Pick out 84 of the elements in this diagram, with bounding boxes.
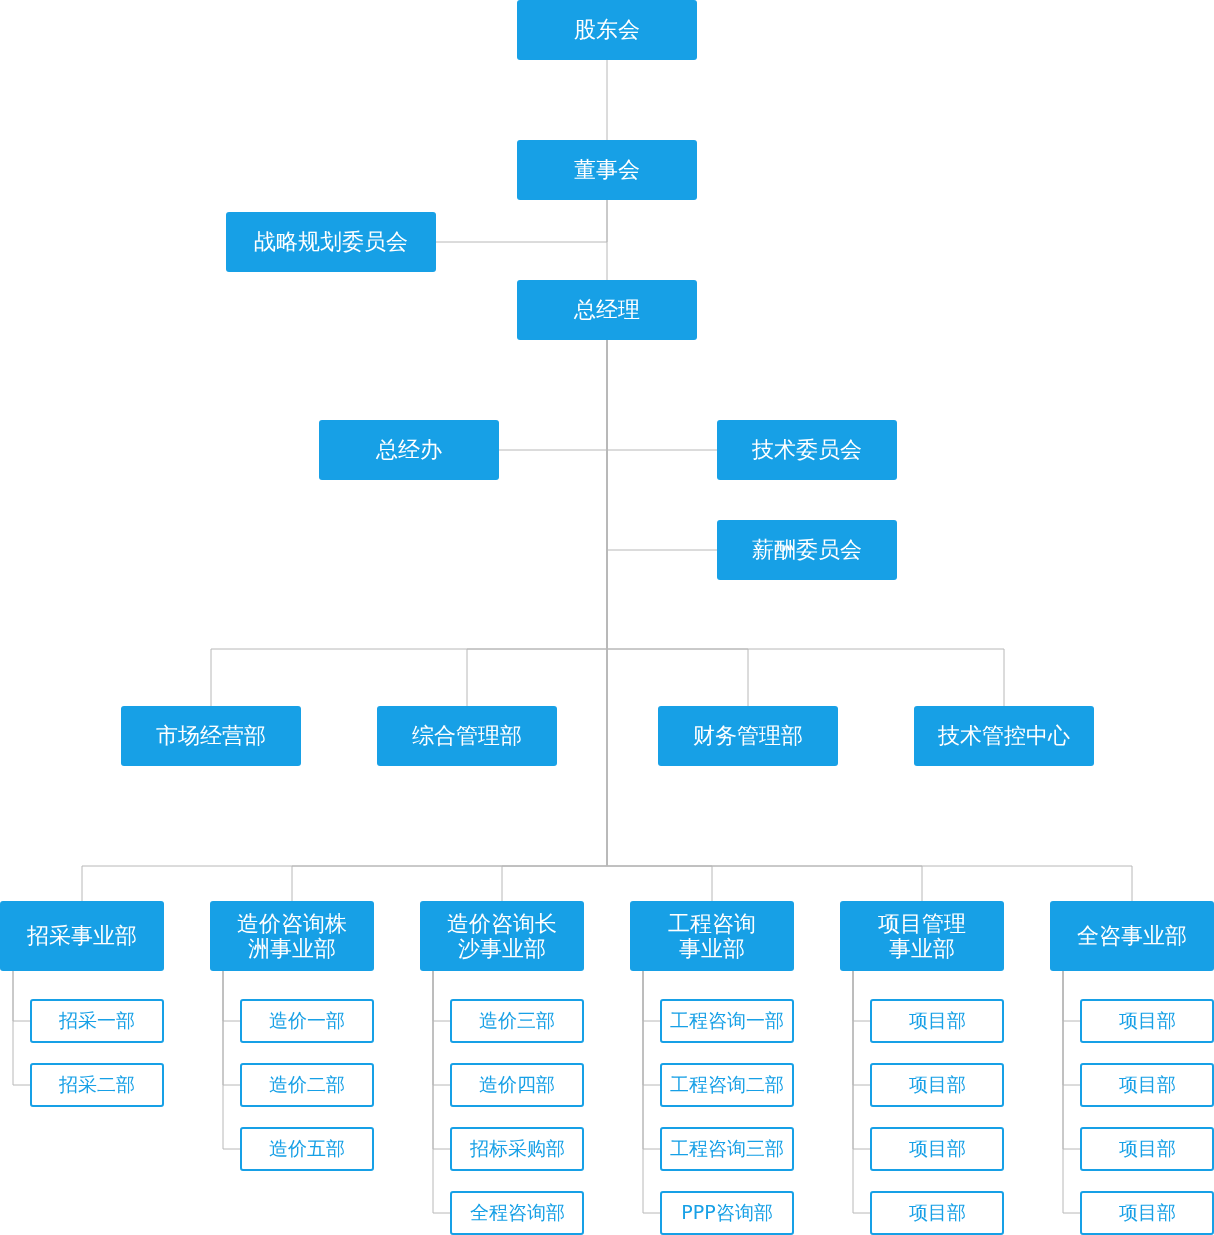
department-box bbox=[1080, 1127, 1214, 1171]
org-box bbox=[377, 706, 557, 766]
box-label: 招采一部 bbox=[59, 1010, 135, 1032]
box-label: 项目部 bbox=[1118, 1138, 1176, 1160]
org-box bbox=[517, 280, 697, 340]
org-box bbox=[840, 901, 1004, 971]
org-box bbox=[630, 901, 794, 971]
box-label: 技术委员会 bbox=[752, 437, 862, 463]
org-box bbox=[517, 140, 697, 200]
org-box bbox=[1050, 901, 1214, 971]
org-box bbox=[226, 212, 436, 272]
department-box bbox=[870, 1127, 1004, 1171]
department-box bbox=[450, 1127, 584, 1171]
department-box bbox=[870, 999, 1004, 1043]
connector-line bbox=[432, 970, 451, 1214]
box-label: 招采事业部 bbox=[27, 923, 137, 949]
department-box bbox=[660, 999, 794, 1043]
box-label: 项目部 bbox=[908, 1138, 966, 1160]
org-box bbox=[210, 901, 374, 971]
org-box bbox=[121, 706, 301, 766]
department-box bbox=[660, 1127, 794, 1171]
box-label: 项目部 bbox=[1118, 1010, 1176, 1032]
box-label: 造价五部 bbox=[269, 1138, 345, 1160]
box-label: PPP咨询部 bbox=[681, 1202, 773, 1224]
department-box bbox=[30, 1063, 164, 1107]
department-box bbox=[660, 1063, 794, 1107]
box-label: 综合管理部 bbox=[412, 723, 522, 749]
box-label: 财务管理部 bbox=[693, 723, 803, 749]
connector-line bbox=[222, 970, 241, 1150]
box-label: 造价一部 bbox=[269, 1010, 345, 1032]
org-box bbox=[420, 901, 584, 971]
box-label: 工程咨询二部 bbox=[670, 1074, 784, 1096]
box-label: 项目部 bbox=[908, 1074, 966, 1096]
department-box bbox=[240, 1127, 374, 1171]
box-label: 项目部 bbox=[1118, 1202, 1176, 1224]
department-box bbox=[1080, 1063, 1214, 1107]
box-label: 股东会 bbox=[574, 17, 640, 43]
box-label: 总经办 bbox=[376, 437, 442, 463]
org-box bbox=[319, 420, 499, 480]
box-label: 工程咨询事业部 bbox=[667, 910, 757, 962]
department-box bbox=[450, 999, 584, 1043]
box-label: 招采二部 bbox=[59, 1074, 135, 1096]
connector-line bbox=[852, 970, 871, 1214]
org-box bbox=[517, 0, 697, 60]
org-box bbox=[0, 901, 164, 971]
box-label: 造价四部 bbox=[479, 1074, 555, 1096]
connector-line bbox=[642, 970, 661, 1214]
box-label: 项目部 bbox=[908, 1202, 966, 1224]
box-label: 造价三部 bbox=[479, 1010, 555, 1032]
box-label: 造价二部 bbox=[269, 1074, 345, 1096]
box-label: 项目部 bbox=[1118, 1074, 1176, 1096]
department-box bbox=[870, 1191, 1004, 1235]
connector-line bbox=[12, 970, 31, 1086]
box-label: 技术管控中心 bbox=[938, 723, 1070, 749]
box-label: 总经理 bbox=[574, 297, 640, 323]
box-label: 造价咨询株洲事业部 bbox=[236, 910, 348, 962]
department-box bbox=[870, 1063, 1004, 1107]
org-box bbox=[914, 706, 1094, 766]
box-label: 造价咨询长沙事业部 bbox=[446, 910, 558, 962]
connector-line bbox=[606, 59, 608, 141]
box-label: 工程咨询三部 bbox=[670, 1138, 784, 1160]
department-box bbox=[450, 1063, 584, 1107]
box-label: 董事会 bbox=[574, 157, 640, 183]
box-label: 战略规划委员会 bbox=[254, 229, 408, 255]
box-label: 项目管理事业部 bbox=[877, 910, 967, 962]
box-label: 工程咨询一部 bbox=[670, 1010, 784, 1032]
department-box bbox=[660, 1191, 794, 1235]
org-box bbox=[717, 420, 897, 480]
department-box bbox=[240, 1063, 374, 1107]
connector-line bbox=[1062, 970, 1081, 1214]
box-label: 全咨事业部 bbox=[1077, 923, 1187, 949]
org-box bbox=[717, 520, 897, 580]
department-box bbox=[1080, 999, 1214, 1043]
connector-line bbox=[606, 199, 608, 281]
department-box bbox=[240, 999, 374, 1043]
box-label: 薪酬委员会 bbox=[752, 537, 862, 563]
department-box bbox=[450, 1191, 584, 1235]
box-label: 招标采购部 bbox=[469, 1138, 565, 1160]
department-box bbox=[1080, 1191, 1214, 1235]
org-box bbox=[658, 706, 838, 766]
box-label: 全程咨询部 bbox=[469, 1202, 565, 1224]
box-label: 市场经营部 bbox=[156, 723, 266, 749]
department-box bbox=[30, 999, 164, 1043]
box-label: 项目部 bbox=[908, 1010, 966, 1032]
